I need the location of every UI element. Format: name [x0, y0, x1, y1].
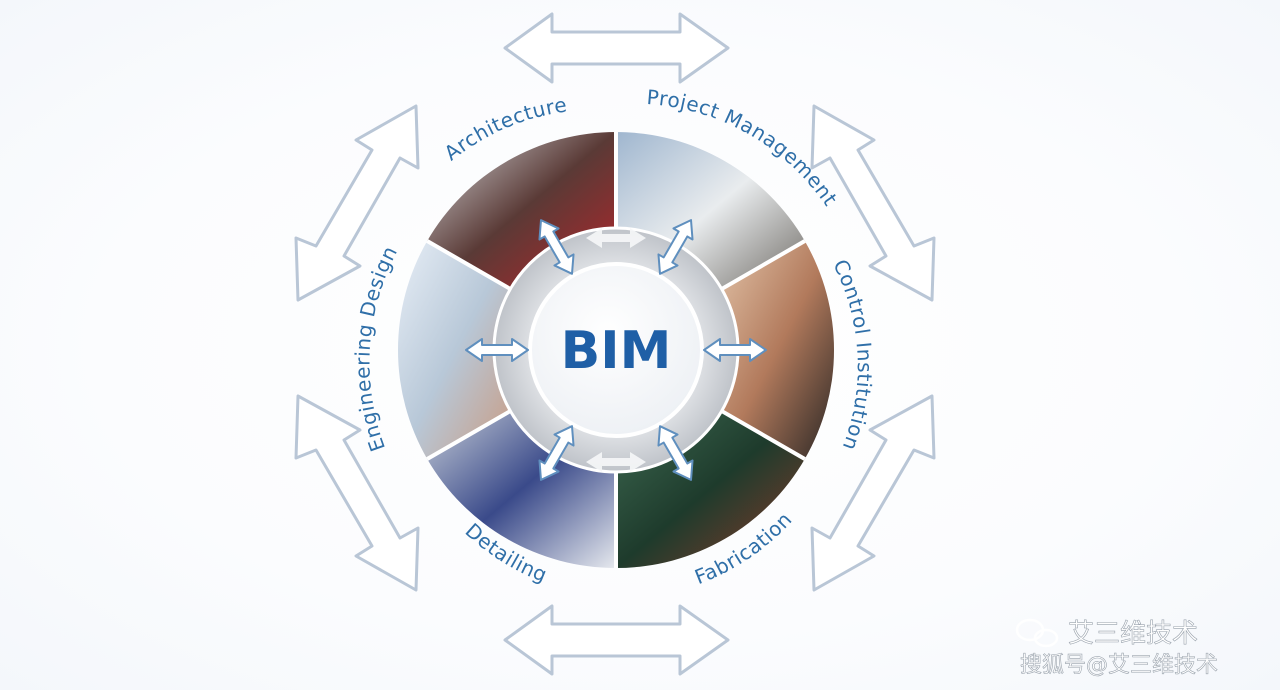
segment-photo-detailing — [427, 409, 616, 569]
spoke-arrows — [465, 219, 767, 481]
outer-arrow-bottom — [503, 604, 730, 676]
label-engineering-design: Engineering Design — [350, 242, 402, 455]
spoke-arrow-engineering-design — [465, 338, 529, 362]
outer-arrow-top — [503, 12, 730, 84]
spoke-arrow-architecture — [538, 219, 575, 275]
outer-arrow-top-left — [294, 104, 420, 302]
outer-arrow-top-right — [810, 104, 936, 302]
spoke-arrow-project-management — [657, 219, 694, 275]
outer-arrow-bottom-right — [810, 394, 936, 592]
segment-photo-engineering-design — [397, 241, 513, 459]
segment-ring — [397, 132, 835, 569]
segment-photo-fabrication — [616, 409, 805, 568]
segment-photo-control-institution — [719, 241, 835, 459]
core-disc — [528, 262, 704, 438]
spoke-arrow-fabrication — [657, 425, 694, 481]
outer-arrow-bottom-left — [294, 394, 420, 592]
segment-dividers — [426, 132, 806, 568]
outer-cycle-arrows — [294, 12, 936, 676]
watermark: 艾三维技术 搜狐号@艾三维技术 — [1015, 618, 1218, 678]
spoke-arrow-control-institution — [703, 338, 767, 362]
wechat-icon — [1015, 618, 1059, 648]
watermark-source: 搜狐号@艾三维技术 — [1020, 653, 1218, 678]
label-control-institution: Control Institution — [828, 256, 876, 454]
inner-ring-arrows — [586, 228, 646, 472]
bim-center-label: BIM — [561, 321, 672, 381]
spoke-arrow-detailing — [538, 425, 575, 481]
segment-photo-project-management — [616, 132, 805, 291]
watermark-account: 艾三维技术 — [1068, 619, 1198, 649]
segment-photo-architecture — [427, 132, 616, 291]
